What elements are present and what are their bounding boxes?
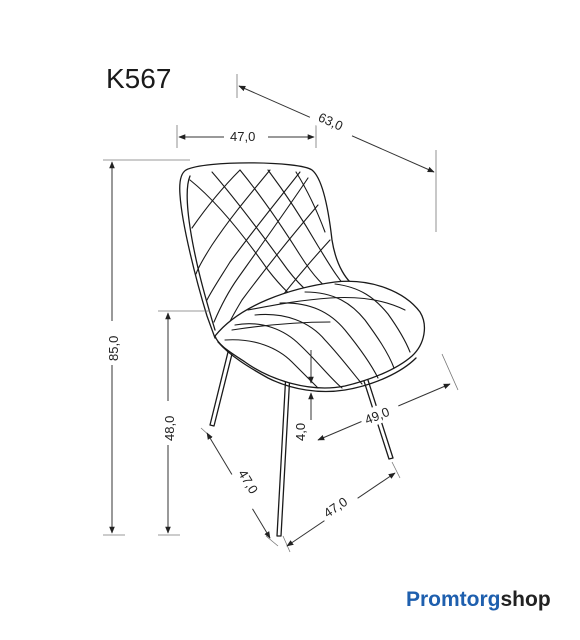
dim-base-depth: 47,0 (200, 427, 279, 547)
model-title: K567 (106, 63, 171, 94)
dim-seat-depth: 49,0 (317, 353, 459, 441)
chair-seat (214, 280, 426, 393)
brand-logo: Promtorgshop (406, 588, 551, 611)
dim-width-top: 47,0 (176, 125, 317, 148)
label-width-top: 47,0 (230, 129, 255, 144)
dim-seat-height: 48,0 (157, 310, 210, 536)
brand-part2: shop (501, 588, 551, 611)
svg-text:Promtorgshop: Promtorgshop (406, 588, 551, 611)
dim-base-width: 47,0 (282, 461, 401, 553)
label-seat-height: 48,0 (162, 416, 177, 441)
brand-part1: Promtorg (406, 588, 501, 611)
dim-depth-top: 63,0 (236, 74, 437, 232)
label-total-height: 85,0 (106, 336, 121, 361)
label-seat-thickness: 4,0 (293, 423, 308, 441)
dim-total-height: 85,0 (101, 159, 190, 536)
dim-seat-thickness: 4,0 (293, 350, 314, 441)
